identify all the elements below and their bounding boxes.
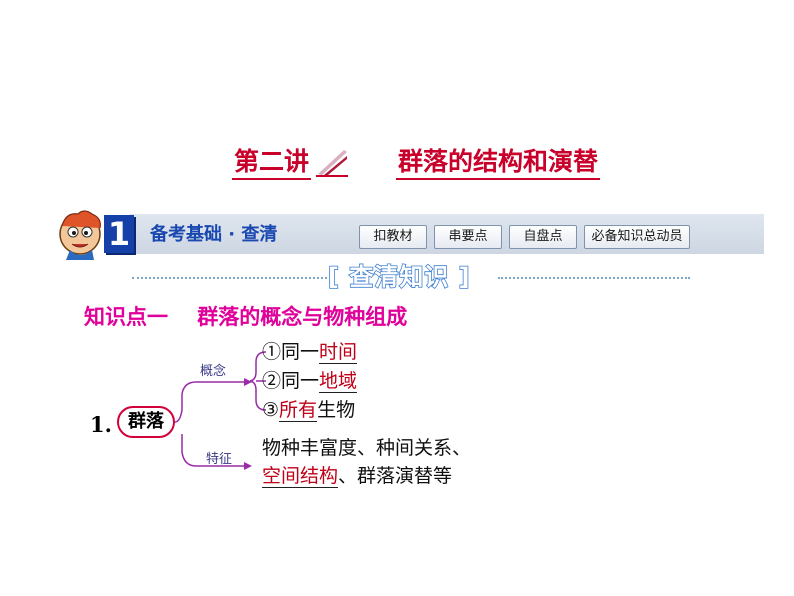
- section-title: 备考基础 · 查清: [150, 224, 278, 245]
- sub-heading: [ 查清知识 ]: [327, 262, 471, 292]
- lecture-number: 第二讲: [232, 148, 312, 180]
- nav-button-key-points[interactable]: 串要点: [434, 225, 502, 249]
- branch-label-concept: 概念: [200, 364, 227, 379]
- answer-blank-region: 地域: [319, 370, 358, 393]
- dotted-divider-left: [132, 277, 327, 279]
- answer-blank-time: 时间: [319, 341, 358, 364]
- knowledge-point-title: 知识点一 群落的概念与物种组成: [84, 302, 407, 332]
- knowledge-point-label: 知识点一: [84, 305, 168, 329]
- concept-entry-2: ②同一地域: [262, 370, 358, 393]
- concept-entry-1: ①同一时间: [262, 341, 358, 364]
- dotted-divider-right: [498, 277, 690, 279]
- section-number-badge: 1: [104, 215, 134, 253]
- answer-blank-spatial-structure: 空间结构: [262, 465, 339, 488]
- feature-line-1: 物种丰富度、种间关系、: [262, 437, 472, 459]
- nav-button-textbook[interactable]: 扣教材: [359, 225, 427, 249]
- feature-line-2: 空间结构、群落演替等: [262, 465, 453, 488]
- nav-button-self-check[interactable]: 自盘点: [509, 225, 577, 249]
- concept-entry-3: ③所有生物: [262, 399, 356, 422]
- lecture-title: 群落的结构和演替: [396, 148, 601, 180]
- nav-button-essential-knowledge[interactable]: 必备知识总动员: [584, 225, 690, 249]
- mascot-icon: [59, 210, 101, 260]
- answer-blank-all: 所有: [279, 399, 318, 422]
- branch-label-feature: 特征: [206, 452, 233, 467]
- item-number: 1.: [90, 412, 112, 437]
- knowledge-point-name: 群落的概念与物种组成: [197, 305, 408, 329]
- subject-oval: 群落: [117, 406, 175, 438]
- slash-decoration-icon: [316, 150, 348, 177]
